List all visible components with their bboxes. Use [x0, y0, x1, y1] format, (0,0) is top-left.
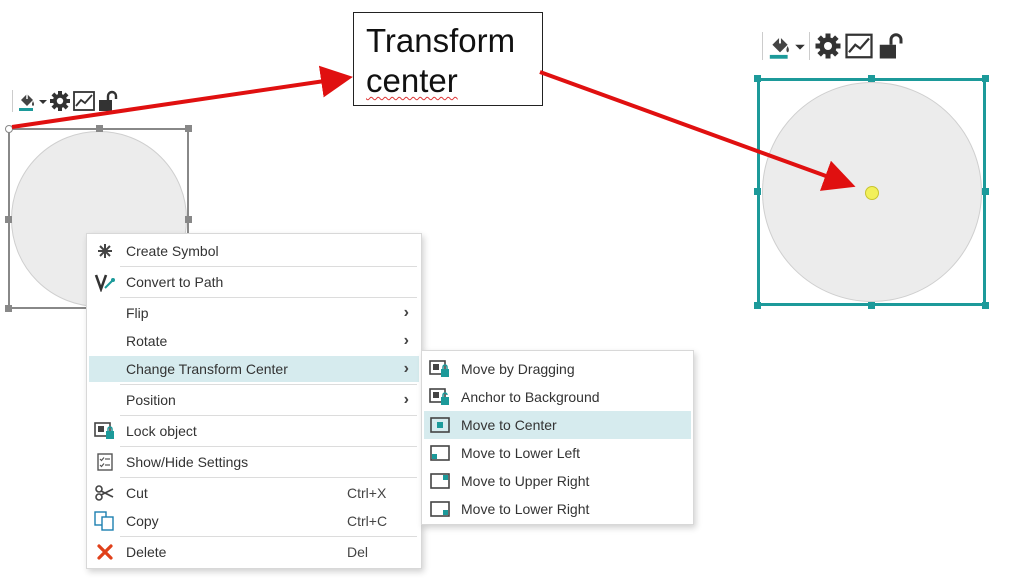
- submenu-item-anchor-to-background[interactable]: Anchor to Background: [424, 383, 691, 411]
- submenu-item-move-to-center[interactable]: Move to Center: [424, 411, 691, 439]
- menu-item-lock-object[interactable]: Lock object: [89, 418, 419, 444]
- dropdown-caret-icon[interactable]: [38, 90, 48, 112]
- handle-middle-left[interactable]: [754, 188, 761, 195]
- chart-line-icon[interactable]: [72, 89, 96, 113]
- handle-top-middle[interactable]: [96, 125, 103, 132]
- gear-icon[interactable]: [813, 31, 843, 61]
- menu-item-delete[interactable]: Delete Del: [89, 539, 419, 565]
- transform-center-point[interactable]: [865, 186, 879, 200]
- callout-line-1: Transform: [366, 22, 516, 59]
- move-lower-left-icon: [428, 441, 452, 465]
- handle-top-right[interactable]: [982, 75, 989, 82]
- arrow-to-callout: [11, 65, 353, 129]
- scissors-icon: [93, 481, 117, 505]
- chart-line-icon[interactable]: [843, 31, 875, 61]
- callout-line-2: center: [366, 62, 458, 99]
- menu-item-show-hide-settings[interactable]: Show/Hide Settings: [89, 449, 419, 475]
- menu-item-position[interactable]: Position ›: [126, 391, 409, 408]
- handle-top-left[interactable]: [754, 75, 761, 82]
- chevron-right-icon: ›: [403, 304, 409, 321]
- lock-object-icon: [93, 419, 117, 443]
- submenu-item-move-by-dragging[interactable]: Move by Dragging: [424, 355, 691, 383]
- move-dragging-icon: [428, 357, 452, 381]
- submenu-item-move-to-upper-right[interactable]: Move to Upper Right: [424, 467, 691, 495]
- dropdown-caret-icon[interactable]: [794, 31, 806, 61]
- unlock-icon[interactable]: [96, 89, 120, 113]
- menu-item-cut[interactable]: Cut Ctrl+X: [89, 480, 419, 506]
- submenu-item-move-to-lower-right[interactable]: Move to Lower Right: [424, 495, 691, 523]
- handle-middle-left[interactable]: [5, 216, 12, 223]
- menu-item-flip[interactable]: Flip ›: [126, 304, 409, 321]
- move-upper-right-icon: [428, 469, 452, 493]
- menu-item-change-transform-center[interactable]: Change Transform Center ›: [89, 356, 419, 382]
- submenu-item-move-to-lower-left[interactable]: Move to Lower Left: [424, 439, 691, 467]
- anchor-background-icon: [428, 385, 452, 409]
- chevron-right-icon: ›: [403, 332, 409, 349]
- right-object-toolbar: [762, 30, 907, 62]
- arrow-to-center: [539, 70, 856, 191]
- move-lower-right-icon: [428, 497, 452, 521]
- transform-center-callout: Transform center: [353, 12, 543, 106]
- delete-x-icon: [93, 540, 117, 564]
- unlock-icon[interactable]: [875, 31, 907, 61]
- handle-bottom-right[interactable]: [982, 302, 989, 309]
- handle-bottom-left[interactable]: [754, 302, 761, 309]
- menu-item-convert-to-path[interactable]: Convert to Path: [89, 269, 419, 295]
- handle-middle-right[interactable]: [185, 216, 192, 223]
- right-selection-box[interactable]: [754, 75, 989, 309]
- context-menu: Create Symbol Convert to Path Flip › Rot…: [86, 233, 422, 569]
- handle-middle-right[interactable]: [982, 188, 989, 195]
- settings-list-icon: [93, 450, 117, 474]
- chevron-right-icon: ›: [403, 391, 409, 408]
- handle-bottom-middle[interactable]: [868, 302, 875, 309]
- handle-top-left[interactable]: [5, 125, 13, 133]
- gear-icon[interactable]: [48, 89, 72, 113]
- move-center-icon: [428, 413, 452, 437]
- handle-top-right[interactable]: [185, 125, 192, 132]
- fill-bucket-icon[interactable]: [766, 31, 794, 61]
- menu-item-create-symbol[interactable]: Create Symbol: [89, 238, 419, 264]
- copy-icon: [93, 509, 117, 533]
- handle-top-middle[interactable]: [868, 75, 875, 82]
- convert-path-icon: [93, 270, 117, 294]
- transform-center-submenu: Move by Dragging Anchor to Background Mo…: [421, 350, 694, 525]
- menu-item-copy[interactable]: Copy Ctrl+C: [89, 508, 419, 534]
- handle-bottom-left[interactable]: [5, 305, 12, 312]
- menu-item-rotate[interactable]: Rotate ›: [126, 332, 409, 349]
- chevron-right-icon: ›: [403, 360, 409, 377]
- fill-bucket-icon[interactable]: [16, 90, 38, 112]
- sparkle-icon: [93, 239, 117, 263]
- left-object-toolbar: [12, 88, 120, 114]
